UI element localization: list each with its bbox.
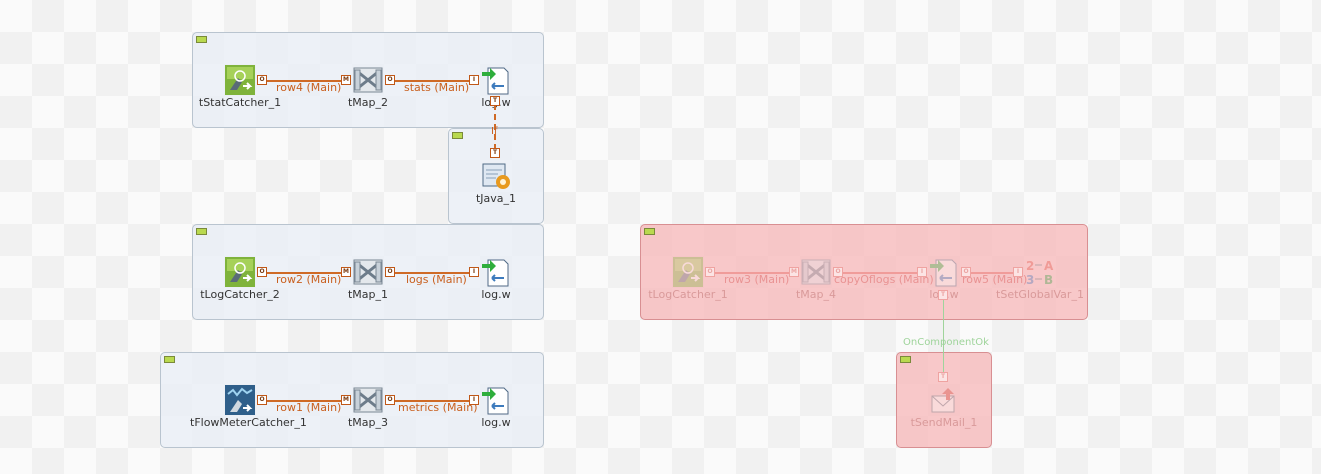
component-label: tJava_1 — [475, 192, 517, 205]
component-tsetglobalvar[interactable]: tSetGlobalVar_1 — [990, 256, 1090, 302]
port-in[interactable]: I — [917, 267, 927, 277]
link-row4[interactable] — [262, 80, 348, 82]
tmap-icon — [800, 256, 832, 288]
link-label-copyoflogs: copyOflogs (Main) — [834, 273, 934, 286]
setglobalvar-icon — [1024, 256, 1056, 288]
collapse-toggle[interactable] — [196, 36, 207, 43]
port-out[interactable]: O — [961, 267, 971, 277]
stat-catcher-icon — [224, 64, 256, 96]
stat-catcher-icon — [672, 256, 704, 288]
subjob-sendmail[interactable] — [896, 352, 992, 448]
tmap-icon — [352, 64, 384, 96]
port-in[interactable]: I — [469, 75, 479, 85]
link-stats[interactable] — [390, 80, 476, 82]
link-metrics[interactable] — [390, 400, 476, 402]
subjob-flowmeter-catcher[interactable] — [160, 352, 544, 448]
port-main[interactable]: M — [789, 267, 799, 277]
collapse-toggle[interactable] — [900, 356, 911, 363]
component-label: tFlowMeterCatcher_1 — [190, 416, 307, 429]
component-tflowmetercatcher[interactable]: tFlowMeterCatcher_1 — [190, 384, 307, 430]
link-label-stats: stats (Main) — [404, 81, 470, 94]
port-main[interactable]: M — [341, 75, 351, 85]
component-label: tStatCatcher_1 — [198, 96, 282, 109]
link-row5[interactable] — [966, 272, 1018, 274]
component-label: tMap_2 — [347, 96, 389, 109]
collapse-toggle[interactable] — [644, 228, 655, 235]
component-label: tSendMail_1 — [910, 416, 978, 429]
component-tstatcatcher[interactable]: tStatCatcher_1 — [190, 64, 290, 110]
component-label: tLogCatcher_2 — [200, 288, 280, 301]
port-out[interactable]: O — [385, 395, 395, 405]
port-trigger[interactable]: T — [490, 96, 500, 106]
link-label-oncomponentok: OnComponentOk — [903, 337, 989, 348]
port-out[interactable]: O — [833, 267, 843, 277]
component-tmap-1[interactable]: tMap_1 — [318, 256, 418, 302]
port-in[interactable]: I — [469, 395, 479, 405]
sendmail-icon — [928, 384, 960, 416]
component-tlogcatcher-1[interactable]: tLogCatcher_1 — [638, 256, 738, 302]
link-logs[interactable] — [390, 272, 476, 274]
flowmeter-catcher-icon — [224, 384, 256, 416]
port-main[interactable]: M — [341, 267, 351, 277]
link-label-metrics: metrics (Main) — [398, 401, 478, 414]
component-label: tLogCatcher_1 — [648, 288, 728, 301]
component-tlogcatcher-2[interactable]: tLogCatcher_2 — [190, 256, 290, 302]
link-label-row3: row3 (Main) — [724, 273, 790, 286]
link-row1[interactable] — [262, 400, 348, 402]
link-row2[interactable] — [262, 272, 348, 274]
stat-catcher-icon — [224, 256, 256, 288]
link-label-logs: logs (Main) — [406, 273, 467, 286]
port-in[interactable]: I — [469, 267, 479, 277]
port-trigger[interactable]: T — [938, 290, 948, 300]
component-label: log.w — [481, 416, 511, 429]
file-output-icon — [480, 384, 512, 416]
component-logw-3[interactable]: log.w — [446, 384, 546, 430]
component-tsendmail[interactable]: tSendMail_1 — [894, 384, 994, 430]
link-label-row5: row5 (Main) — [962, 273, 1028, 286]
port-in[interactable]: I — [1013, 267, 1023, 277]
file-output-icon — [480, 256, 512, 288]
collapse-toggle[interactable] — [196, 228, 207, 235]
port-main[interactable]: M — [341, 395, 351, 405]
link-label-row4: row4 (Main) — [276, 81, 342, 94]
link-row3[interactable] — [710, 272, 796, 274]
port-out[interactable]: O — [385, 267, 395, 277]
port-out[interactable]: O — [705, 267, 715, 277]
tmap-icon — [352, 384, 384, 416]
component-label: tMap_1 — [347, 288, 389, 301]
component-tmap-4[interactable]: tMap_4 — [766, 256, 866, 302]
port-out[interactable]: O — [257, 267, 267, 277]
link-if[interactable] — [494, 104, 496, 150]
component-logw-2[interactable]: log.w — [446, 256, 546, 302]
port-out[interactable]: O — [385, 75, 395, 85]
link-label-row1: row1 (Main) — [276, 401, 342, 414]
link-oncomponentok[interactable] — [943, 290, 944, 378]
java-icon — [480, 160, 512, 192]
link-copyoflogs[interactable] — [838, 272, 924, 274]
tmap-icon — [352, 256, 384, 288]
port-out[interactable]: O — [257, 395, 267, 405]
port-trigger[interactable]: T — [938, 372, 948, 382]
link-label-row2: row2 (Main) — [276, 273, 342, 286]
component-tmap-3[interactable]: tMap_3 — [318, 384, 418, 430]
collapse-toggle[interactable] — [452, 132, 463, 139]
component-label: tMap_3 — [347, 416, 389, 429]
component-tmap-2[interactable]: tMap_2 — [318, 64, 418, 110]
link-label-if: If — [491, 126, 498, 137]
component-tjava[interactable]: tJava_1 — [446, 160, 546, 206]
component-label: tMap_4 — [795, 288, 837, 301]
port-out[interactable]: O — [257, 75, 267, 85]
collapse-toggle[interactable] — [164, 356, 175, 363]
component-label: tSetGlobalVar_1 — [996, 288, 1084, 301]
file-output-icon — [480, 64, 512, 96]
port-trigger[interactable]: T — [490, 148, 500, 158]
component-label: log.w — [481, 288, 511, 301]
